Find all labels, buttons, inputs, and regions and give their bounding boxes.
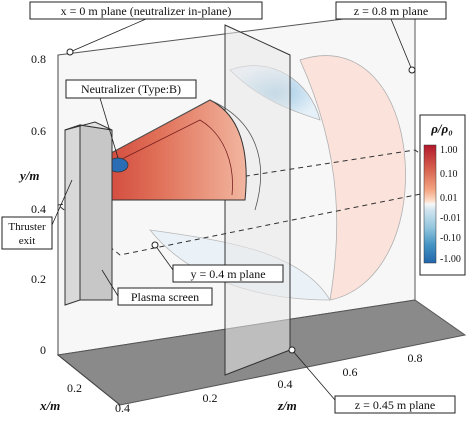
marker-z-far (408, 66, 416, 74)
label-box-y-plane (172, 264, 284, 283)
leader-y-plane (154, 244, 174, 271)
y-axis-label: y/m (18, 168, 40, 183)
colorbar-tick: -0.01 (440, 213, 461, 224)
plume-inner (69, 119, 233, 196)
z-tick: 0.2 (203, 391, 218, 405)
label-thruster: Thruster (8, 221, 46, 233)
marker-z-mid (288, 346, 296, 354)
plasma-screen-side (79, 124, 113, 301)
marker-y-plane (151, 241, 159, 249)
density-region-far (299, 55, 406, 301)
label-z-mid: z = 0.45 m plane (355, 398, 435, 412)
label-box-neutralizer (65, 79, 197, 99)
label-box-z-mid (334, 395, 456, 414)
label-thruster-exit: exit (19, 235, 36, 247)
colorbar-title: ρ/ρ₀ (430, 121, 453, 136)
colorbar-tick: 1.00 (440, 145, 458, 156)
leader-plasma-screen (101, 269, 119, 297)
label-box-plasma-screen (117, 287, 213, 306)
label-neutralizer: Neutralizer (Type:B) (81, 82, 181, 96)
y-tick: 0.6 (31, 124, 46, 138)
x-tick: 0.4 (115, 401, 130, 415)
box-left-edge (57, 55, 121, 406)
plume-outline (69, 99, 261, 211)
z-tick: 0.4 (278, 377, 293, 391)
colorbar-tick: 0.01 (440, 193, 458, 204)
marker-x-plane (66, 48, 74, 56)
colorbar-tick: -0.10 (440, 233, 461, 244)
y-tick: 0.8 (31, 52, 46, 66)
leader-z-mid (291, 349, 336, 401)
leader-thruster (51, 179, 73, 226)
colorbar-tick: -1.00 (440, 254, 461, 265)
y-tick: 0.2 (31, 272, 46, 286)
z-tick: 0.6 (343, 365, 358, 379)
z-tick: 0.8 (408, 351, 423, 365)
x-axis-label: x/m (39, 398, 60, 413)
colorbar-tick: 0.10 (440, 169, 458, 180)
leader-neutralizer (99, 97, 119, 159)
label-x-plane: x = 0 m plane (neutralizer in-plane) (61, 4, 232, 18)
label-box-thruster (1, 216, 53, 250)
plasma-screen-front (64, 124, 81, 306)
label-plasma-screen: Plasma screen (131, 290, 199, 304)
label-z-far: z = 0.8 m plane (354, 4, 428, 18)
label-y-plane: y = 0.4 m plane (190, 267, 265, 281)
leader-z-far (390, 18, 413, 71)
y-tick: 0 (40, 343, 46, 357)
colorbar-scale (423, 144, 437, 264)
plume-core (69, 99, 247, 201)
z-axis-label: z/m (277, 398, 297, 413)
x-tick: 0.2 (67, 381, 82, 395)
plasma-screen-top (64, 121, 113, 131)
y-tick: 0.4 (31, 202, 46, 216)
leader-x-plane (69, 18, 147, 53)
